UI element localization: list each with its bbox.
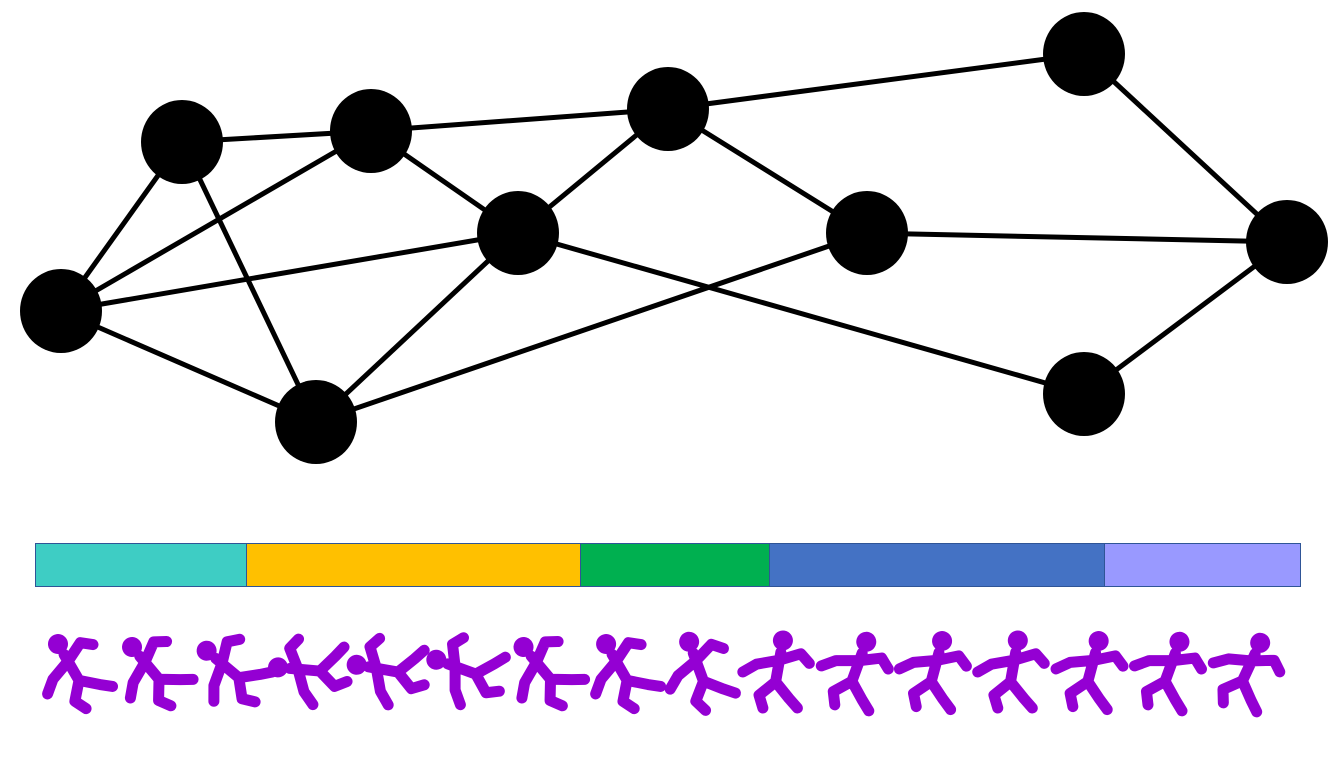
segment-4: [770, 544, 1105, 586]
graph-edge-n7-n10: [866, 230, 1288, 245]
figure-4: [268, 633, 353, 711]
graph-edge-n1-n5: [60, 230, 519, 314]
graph-edge-n3-n6: [370, 106, 669, 134]
graph-node-n8: [1043, 12, 1125, 96]
figure-11: [815, 631, 894, 717]
figure-16: [1207, 632, 1286, 718]
graph-edge-n5-n9: [517, 230, 1085, 397]
graph-edge-n8-n10: [1082, 52, 1289, 244]
graph-node-n1: [20, 269, 102, 353]
figure-sequence: [42, 630, 1286, 718]
figure-14: [1050, 631, 1129, 716]
segment-5: [1104, 544, 1300, 586]
figure-10: [737, 630, 815, 714]
graph-node-n10: [1246, 200, 1328, 284]
graph-edge-n4-n7: [315, 230, 868, 425]
figure-12: [893, 631, 972, 716]
graph-node-n5: [477, 191, 559, 275]
segment-1: [36, 544, 248, 586]
figure-3: [196, 633, 278, 708]
graph-edge-n10-n9: [1082, 239, 1289, 397]
figure-8: [590, 634, 667, 715]
graph-edge-n1-n4: [60, 308, 317, 425]
figure-2: [122, 636, 199, 712]
figure-15: [1129, 631, 1207, 717]
graph-node-n6: [627, 67, 709, 151]
graph-node-n2: [141, 100, 223, 184]
segment-bar: [35, 543, 1301, 587]
figure-1: [42, 634, 119, 715]
graph-node-n4: [275, 380, 357, 464]
figure-5: [346, 632, 430, 711]
segment-2: [247, 544, 582, 586]
figure-9: [664, 631, 741, 716]
figure-13: [972, 630, 1050, 714]
segment-3: [581, 544, 771, 586]
graph-edge-n2-n4: [179, 140, 319, 424]
figure-7: [513, 636, 591, 712]
graph-edge-n1-n3: [59, 128, 373, 314]
graph-node-n3: [330, 89, 412, 173]
figure-6: [426, 632, 511, 711]
graph-edge-n6-n8: [667, 51, 1085, 112]
graph-node-n7: [826, 191, 908, 275]
network-graph: [20, 12, 1328, 464]
graph-nodes: [20, 12, 1328, 464]
graph-edge-n4-n5: [314, 231, 520, 424]
graph-node-n9: [1043, 352, 1125, 436]
